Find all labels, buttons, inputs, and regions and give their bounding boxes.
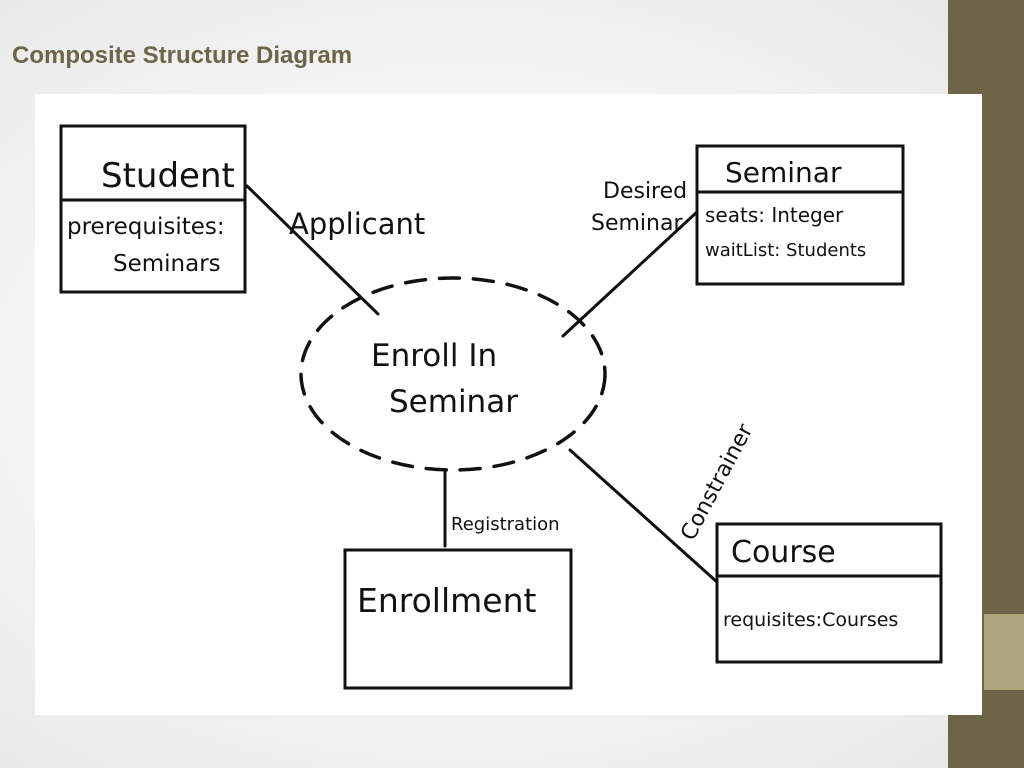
seminar-attr-line2: waitList: Students: [705, 240, 866, 261]
student-attr-line1: prerequisites:: [67, 214, 225, 240]
role-label-desired-line1: Desired: [603, 179, 687, 204]
collaboration-name-line2: Seminar: [389, 384, 518, 420]
class-course: Course requisites:Courses: [715, 522, 943, 664]
enrollment-name: Enrollment: [357, 581, 536, 620]
collaboration-name-line1: Enroll In: [371, 338, 497, 374]
connector-seminar-collaboration: [561, 210, 699, 338]
role-label-registration: Registration: [451, 514, 560, 535]
class-student: Student prerequisites: Seminars: [59, 124, 247, 294]
role-label-applicant: Applicant: [289, 207, 425, 241]
course-box: [715, 522, 943, 664]
student-box: [59, 124, 247, 294]
composite-structure-diagram: Enroll In Seminar Student prerequisites:…: [59, 124, 943, 690]
enrollment-box: [343, 548, 573, 690]
student-attr-line2: Seminars: [113, 251, 221, 277]
connector-course-collaboration: [568, 448, 719, 584]
collaboration-ellipse: [299, 276, 607, 472]
class-seminar: Seminar seats: Integer waitList: Student…: [695, 144, 905, 286]
collaboration-enroll-in-seminar: Enroll In Seminar: [299, 276, 607, 472]
course-name: Course: [731, 535, 836, 570]
seminar-name: Seminar: [725, 156, 842, 189]
connector-student-collaboration: [245, 184, 380, 316]
side-accent: [984, 614, 1024, 690]
course-attr-line1: requisites:Courses: [723, 609, 898, 631]
role-label-desired-line2: Seminar: [591, 211, 683, 236]
seminar-box: [695, 144, 905, 286]
student-name: Student: [101, 156, 235, 196]
slide-title: Composite Structure Diagram: [12, 42, 353, 69]
class-enrollment: Enrollment: [343, 548, 573, 690]
diagram-panel: Enroll In Seminar Student prerequisites:…: [35, 94, 982, 715]
seminar-attr-line1: seats: Integer: [705, 203, 844, 227]
